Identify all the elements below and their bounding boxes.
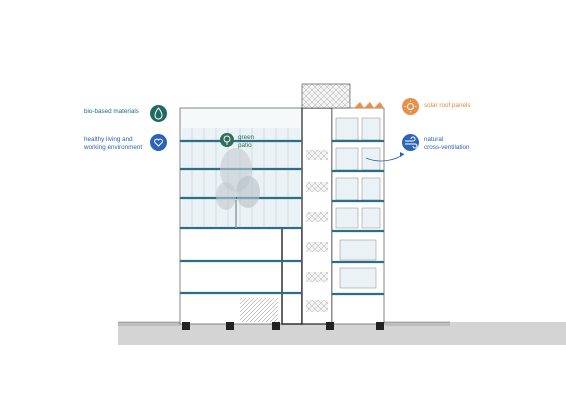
- solar-panels: [354, 102, 384, 108]
- lower-column-box: [281, 227, 303, 325]
- bike-storage: [240, 298, 278, 322]
- building: [179, 83, 385, 330]
- heart-hands-icon: [150, 134, 167, 151]
- legend-solar-label: solar roof panels: [424, 102, 471, 109]
- annotation-patio-line: patio: [238, 142, 252, 149]
- tree-icon: [220, 133, 234, 147]
- sun-icon: [402, 98, 419, 115]
- right-windows: [335, 117, 381, 289]
- legend-ventilation-line2: cross-ventilation: [424, 144, 470, 151]
- legend-ventilation-line1: natural: [424, 136, 444, 143]
- leaf-drop-icon: [150, 105, 167, 122]
- wind-icon: [402, 134, 419, 151]
- foundation-footings: [182, 322, 384, 330]
- ventilation-arrowhead: [400, 152, 404, 157]
- annotation-green-line: green: [238, 134, 255, 141]
- legend-healthy-line2: working environment: [84, 144, 143, 151]
- rooftop-box: [301, 83, 351, 109]
- ground-edge-right: [385, 322, 450, 326]
- stair-hatching: [306, 150, 328, 312]
- legend-healthy-line1: healthy living and: [84, 136, 133, 143]
- patio-tree: [216, 148, 260, 228]
- ground-edge-left: [118, 322, 180, 326]
- legend-bio-based-label: bio-based materials: [84, 108, 139, 115]
